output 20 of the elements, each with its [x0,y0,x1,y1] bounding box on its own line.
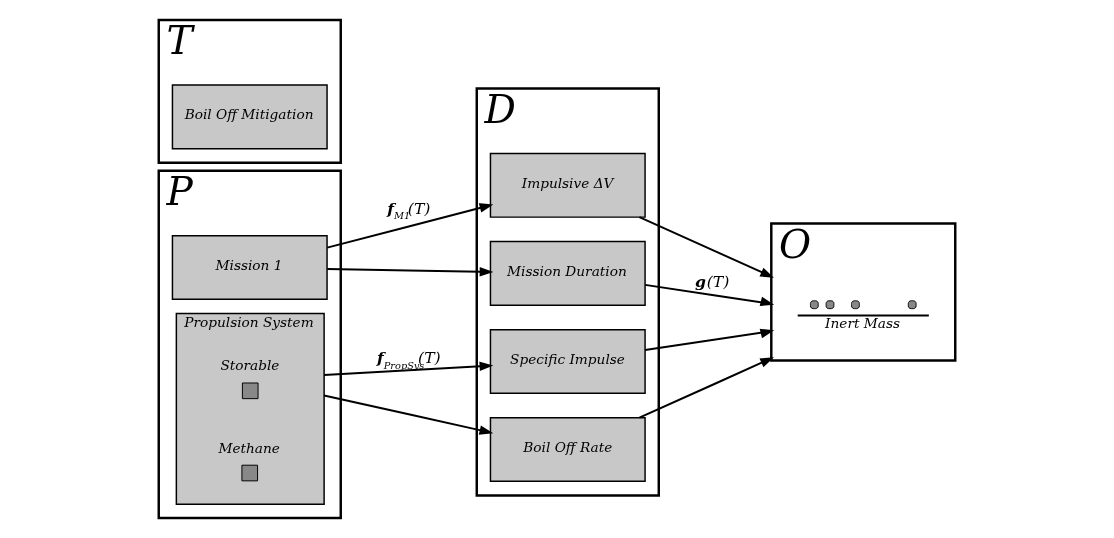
node-label: Storable [220,357,280,374]
edge-label: f$_{M1}$(T) [387,198,431,222]
edge-label: g(T) [694,271,730,291]
arrow [644,328,775,351]
node-box: Mission Duration [489,240,646,306]
node-box: Boil Off Rate [489,417,646,483]
arrow [323,394,494,435]
edge-label: f$_{PropSys}$(T) [376,348,441,371]
arrow [323,361,494,376]
arrow [638,357,774,419]
arrow [638,216,774,278]
arrow [326,203,494,249]
node-box: O Inert Mass [770,222,957,362]
node-box: Impulsive ΔV [489,152,646,218]
arrow [644,283,775,307]
node-box: Mission 1 [171,235,328,301]
arrow [326,267,494,277]
node-label: Methane [218,439,280,456]
node-box: Specific Impulse [489,328,646,394]
node-box: Boil Off Mitigation [171,84,328,150]
